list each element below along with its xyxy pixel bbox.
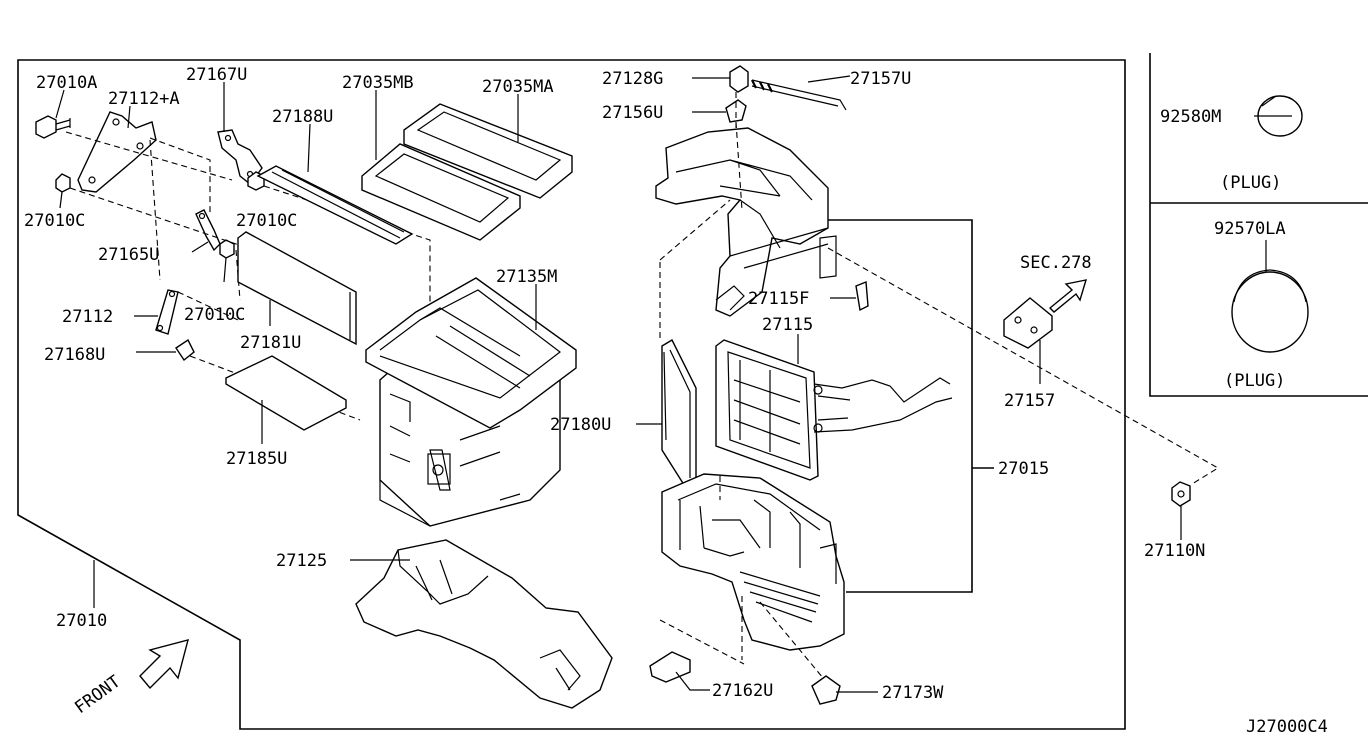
label-sec278: SEC.278 [1020,253,1092,273]
clip-27173W [811,675,841,705]
label-27125: 27125 [276,551,327,571]
label-27112A: 27112+A [108,89,180,109]
label-27010C-left: 27010C [24,211,85,231]
label-27185U: 27185U [226,449,287,469]
label-27188U: 27188U [272,107,333,127]
label-27128G: 27128G [602,69,663,89]
lower-case [661,473,845,651]
clip-27010C-left [55,173,71,193]
upper-case [655,127,837,317]
label-27010C-low: 27010C [184,305,245,325]
label-27162U: 27162U [712,681,773,701]
label-27181U: 27181U [240,333,301,353]
case-27135M [365,277,577,527]
bolt-27010A [35,115,71,139]
label-27010: 27010 [56,611,107,631]
leader-27188U [307,123,311,173]
label-27115F: 27115F [748,289,809,309]
leader-27165U [191,241,209,253]
label-27173W: 27173W [882,683,944,703]
link-27112 [155,289,179,335]
filter-27035MA [403,103,573,199]
assembly-frame [17,59,1126,730]
link-27168U [175,338,195,362]
leader-27010A [55,89,65,119]
leader-27010C-low [223,257,227,283]
label-27110N: 27110N [1144,541,1205,561]
plug-92570LA-icon [1231,269,1309,353]
filter-27188U [256,165,414,245]
bracket-27015 [828,219,994,593]
frame-27180U [661,339,697,489]
clip-27010C-low [219,239,235,259]
clip-27162U [649,651,691,683]
label-27010C-mid: 27010C [236,211,297,231]
front-arrow-icon [139,639,189,690]
dash-upper-case [659,92,743,340]
leader-27010C-left [59,191,63,209]
dash-lower [659,476,829,685]
label-27180U: 27180U [550,415,611,435]
clip-27156U [725,99,747,123]
label-27115: 27115 [762,315,813,335]
label-27015: 27015 [998,459,1049,479]
sec-arrow-icon [1048,279,1088,313]
clip-27128G [729,65,749,93]
panel-27181U [237,231,357,346]
label-27165U: 27165U [98,245,159,265]
clip-27115F [855,280,869,312]
label-27156U: 27156U [602,103,663,123]
label-plug-92580M: 92580M [1160,107,1221,127]
nut-27110N [1171,481,1191,507]
label-27135M: 27135M [496,267,557,287]
label-27167U: 27167U [186,65,247,85]
leader-27157U [807,75,851,83]
leader-27162U [675,671,710,691]
leader-27112A [127,105,131,129]
label-27010A: 27010A [36,73,97,93]
duct-27125 [355,539,613,709]
plug-box-frame [1149,53,1368,397]
rod-27157U [751,79,847,111]
heater-core-27115 [715,339,953,481]
label-27035MA: 27035MA [482,77,554,97]
diagram-code: J27000C4 [1246,717,1328,736]
label-27157: 27157 [1004,391,1055,411]
filter-27035MB [361,143,521,241]
label-front: FRONT [71,672,124,718]
tray-27185U [225,355,347,431]
label-plug-92570LA: 92570LA [1214,219,1286,239]
label-plug-92570LA-desc: (PLUG) [1224,371,1285,391]
label-27035MB: 27035MB [342,73,414,93]
lever-27165U [195,209,221,252]
bracket-27112A [77,111,157,193]
bracket-27157 [1003,297,1053,349]
dash-to-nut [827,247,1220,485]
label-27112: 27112 [62,307,113,327]
label-27168U: 27168U [44,345,105,365]
label-27157U: 27157U [850,69,911,89]
label-plug-92580M-desc: (PLUG) [1220,173,1281,193]
